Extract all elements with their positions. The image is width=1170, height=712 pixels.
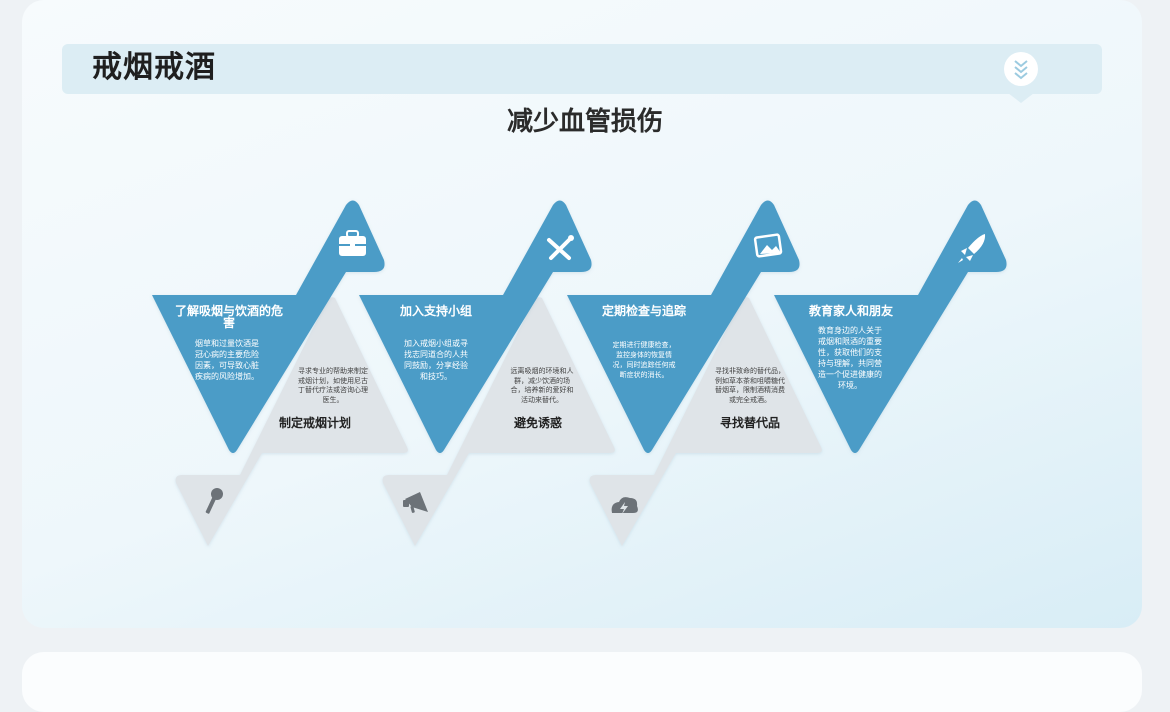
step-desc-2: 加入戒烟小组或寻找志同道合的人共同鼓励，分享经验和技巧。 xyxy=(404,339,468,381)
gray-desc-1: 寻求专业的帮助来制定戒烟计划，如使用尼古丁替代疗法或咨询心理医生。 xyxy=(298,367,368,404)
tools-icon xyxy=(547,235,574,260)
blue-triangle-2 xyxy=(359,200,592,453)
step-title-2: 加入支持小组 xyxy=(399,304,472,318)
header-pointer xyxy=(1008,93,1034,103)
page-title: 戒烟戒酒 xyxy=(92,50,216,85)
gray-desc-3: 寻找非致命的替代品，例如草本茶和咀嚼糖代替烟草，限制酒精消费或完全戒酒。 xyxy=(715,367,785,404)
gray-desc-2: 远离吸烟的环境和人群，减少饮酒的场合，培养新的爱好和活动来替代。 xyxy=(510,367,574,404)
header-bar xyxy=(62,44,1102,94)
step-title-4: 教育家人和朋友 xyxy=(808,304,893,318)
blue-triangle-1 xyxy=(152,200,385,453)
gray-triangle-2 xyxy=(382,297,615,546)
blue-triangle-4 xyxy=(774,200,1007,453)
gray-title-2: 避免诱惑 xyxy=(513,416,562,430)
section-subtitle: 减少血管损伤 xyxy=(506,107,663,137)
rocket-icon xyxy=(958,234,986,263)
process-diagram xyxy=(152,200,1007,546)
step-desc-3: 定期进行健康检查，监控身体的恢复情况，同时追踪任何戒断症状的消长。 xyxy=(612,341,676,379)
briefcase-icon xyxy=(339,230,366,256)
gray-title-3: 寻找替代品 xyxy=(719,416,780,430)
step-title-3: 定期检查与追踪 xyxy=(601,304,686,318)
gray-triangle-3 xyxy=(589,297,822,546)
key-icon xyxy=(205,488,223,514)
step-desc-4: 教育身边的人关于戒烟和限酒的重要性，获取他们的支持与理解，共同营造一个促进健康的… xyxy=(818,326,882,390)
picture-icon xyxy=(753,233,783,258)
step-desc-1: 烟草和过量饮酒是冠心病的主要危险因素，可导致心脏疾病的风险增加。 xyxy=(195,339,259,381)
blue-triangle-3 xyxy=(567,200,800,453)
cloud-bolt-icon xyxy=(611,497,638,514)
chevron-down-icon[interactable] xyxy=(1004,52,1038,86)
gray-triangle-1 xyxy=(175,297,408,546)
megaphone-icon xyxy=(403,492,428,513)
gray-title-1: 制定戒烟计划 xyxy=(278,416,351,430)
step-title-1: 了解吸烟与饮酒的危害 xyxy=(174,304,283,330)
